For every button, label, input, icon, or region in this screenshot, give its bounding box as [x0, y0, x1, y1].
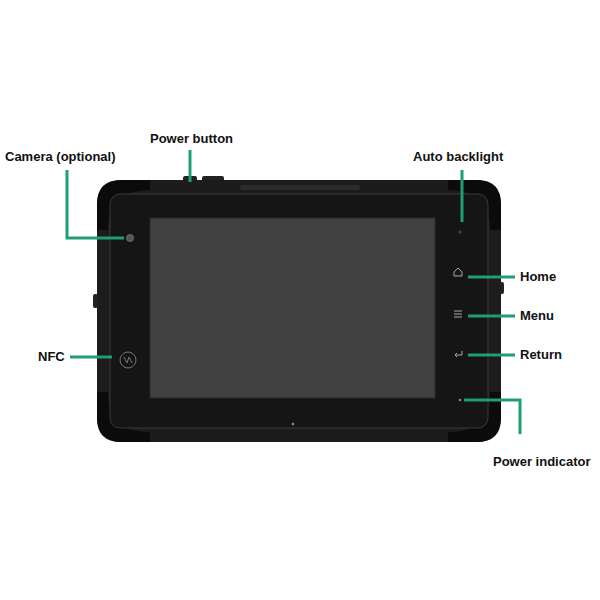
leader-line	[468, 354, 515, 357]
leader-line	[189, 150, 192, 182]
return-icon	[455, 351, 462, 357]
part-label: Return	[520, 347, 562, 363]
power-led	[459, 399, 462, 402]
part-label: Menu	[520, 308, 554, 324]
part-label: Power indicator	[493, 454, 591, 470]
leader-line	[468, 276, 515, 279]
part-label: Power button	[150, 131, 233, 147]
leader-line	[70, 356, 112, 359]
part-label: Home	[520, 269, 556, 285]
leader-line	[461, 170, 464, 222]
menu-icon	[454, 311, 462, 317]
nfc-icon	[124, 357, 132, 363]
light-sensor	[459, 231, 462, 234]
screen	[150, 218, 435, 398]
speaker-grille	[240, 185, 360, 190]
camera-lens	[127, 235, 134, 242]
home-icon	[454, 268, 462, 276]
microphone-hole	[292, 423, 295, 426]
part-label: Camera (optional)	[5, 149, 116, 165]
leader-line	[464, 400, 520, 434]
nfc-icon	[120, 352, 136, 368]
part-label: Auto backlight	[413, 149, 503, 165]
leader-line	[67, 170, 124, 238]
part-label: NFC	[38, 349, 65, 365]
tablet-body	[97, 180, 501, 442]
front-bezel	[110, 194, 488, 428]
leader-lines	[67, 150, 520, 434]
leader-line	[468, 315, 515, 318]
